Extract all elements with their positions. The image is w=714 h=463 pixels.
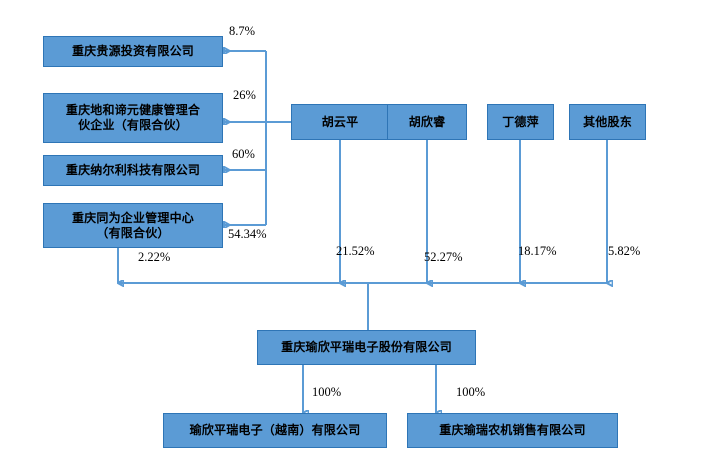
pct-controller-to-holding-2: 26% (233, 88, 256, 102)
node-issuer[interactable]: 重庆瑜欣平瑞电子股份有限公司 (257, 330, 476, 365)
pct-controller-to-holding-1: 8.7% (229, 24, 256, 38)
pct-shareholder-2-to-issuer: 52.27% (424, 250, 463, 264)
node-shareholder-2-label: 胡欣睿 (408, 114, 446, 129)
node-holding-2[interactable]: 重庆地和谛元健康管理合 伙企业（有限合伙） (43, 93, 223, 143)
pct-controller-to-issuer: 21.52% (336, 244, 375, 258)
pct-holding-4-to-issuer: 2.22% (138, 250, 171, 264)
node-shareholder-2[interactable]: 胡欣睿 (387, 104, 467, 140)
node-holding-1-label: 重庆贵源投资有限公司 (71, 44, 194, 59)
node-holding-1[interactable]: 重庆贵源投资有限公司 (43, 36, 223, 67)
node-shareholder-3[interactable]: 丁德萍 (487, 104, 554, 140)
node-holding-4-label: 重庆同为企业管理中心 （有限合伙） (71, 210, 194, 240)
node-issuer-label: 重庆瑜欣平瑞电子股份有限公司 (281, 340, 452, 355)
node-shareholder-other-label: 其他股东 (583, 114, 632, 129)
node-shareholder-3-label: 丁德萍 (502, 114, 539, 129)
node-controller-label: 胡云平 (321, 114, 359, 129)
node-subsidiary-2[interactable]: 重庆瑜瑞农机销售有限公司 (407, 413, 618, 448)
pct-controller-to-holding-3: 60% (232, 147, 255, 161)
node-subsidiary-1[interactable]: 瑜欣平瑞电子（越南）有限公司 (163, 413, 387, 448)
node-shareholder-other[interactable]: 其他股东 (569, 104, 646, 140)
pct-issuer-to-subsidiary-2: 100% (456, 385, 486, 399)
node-subsidiary-1-label: 瑜欣平瑞电子（越南）有限公司 (189, 423, 361, 438)
node-holding-3-label: 重庆纳尔利科技有限公司 (65, 163, 201, 178)
node-holding-4[interactable]: 重庆同为企业管理中心 （有限合伙） (43, 203, 223, 248)
pct-shareholder-3-to-issuer: 18.17% (518, 244, 557, 258)
node-holding-2-label: 重庆地和谛元健康管理合 伙企业（有限合伙） (65, 103, 201, 132)
node-holding-3[interactable]: 重庆纳尔利科技有限公司 (43, 155, 223, 186)
node-subsidiary-2-label: 重庆瑜瑞农机销售有限公司 (439, 423, 586, 438)
node-controller[interactable]: 胡云平 (291, 104, 389, 140)
pct-controller-to-holding-4: 54.34% (228, 227, 267, 241)
pct-shareholder-other-to-issuer: 5.82% (608, 244, 641, 258)
pct-issuer-to-subsidiary-1: 100% (312, 385, 342, 399)
